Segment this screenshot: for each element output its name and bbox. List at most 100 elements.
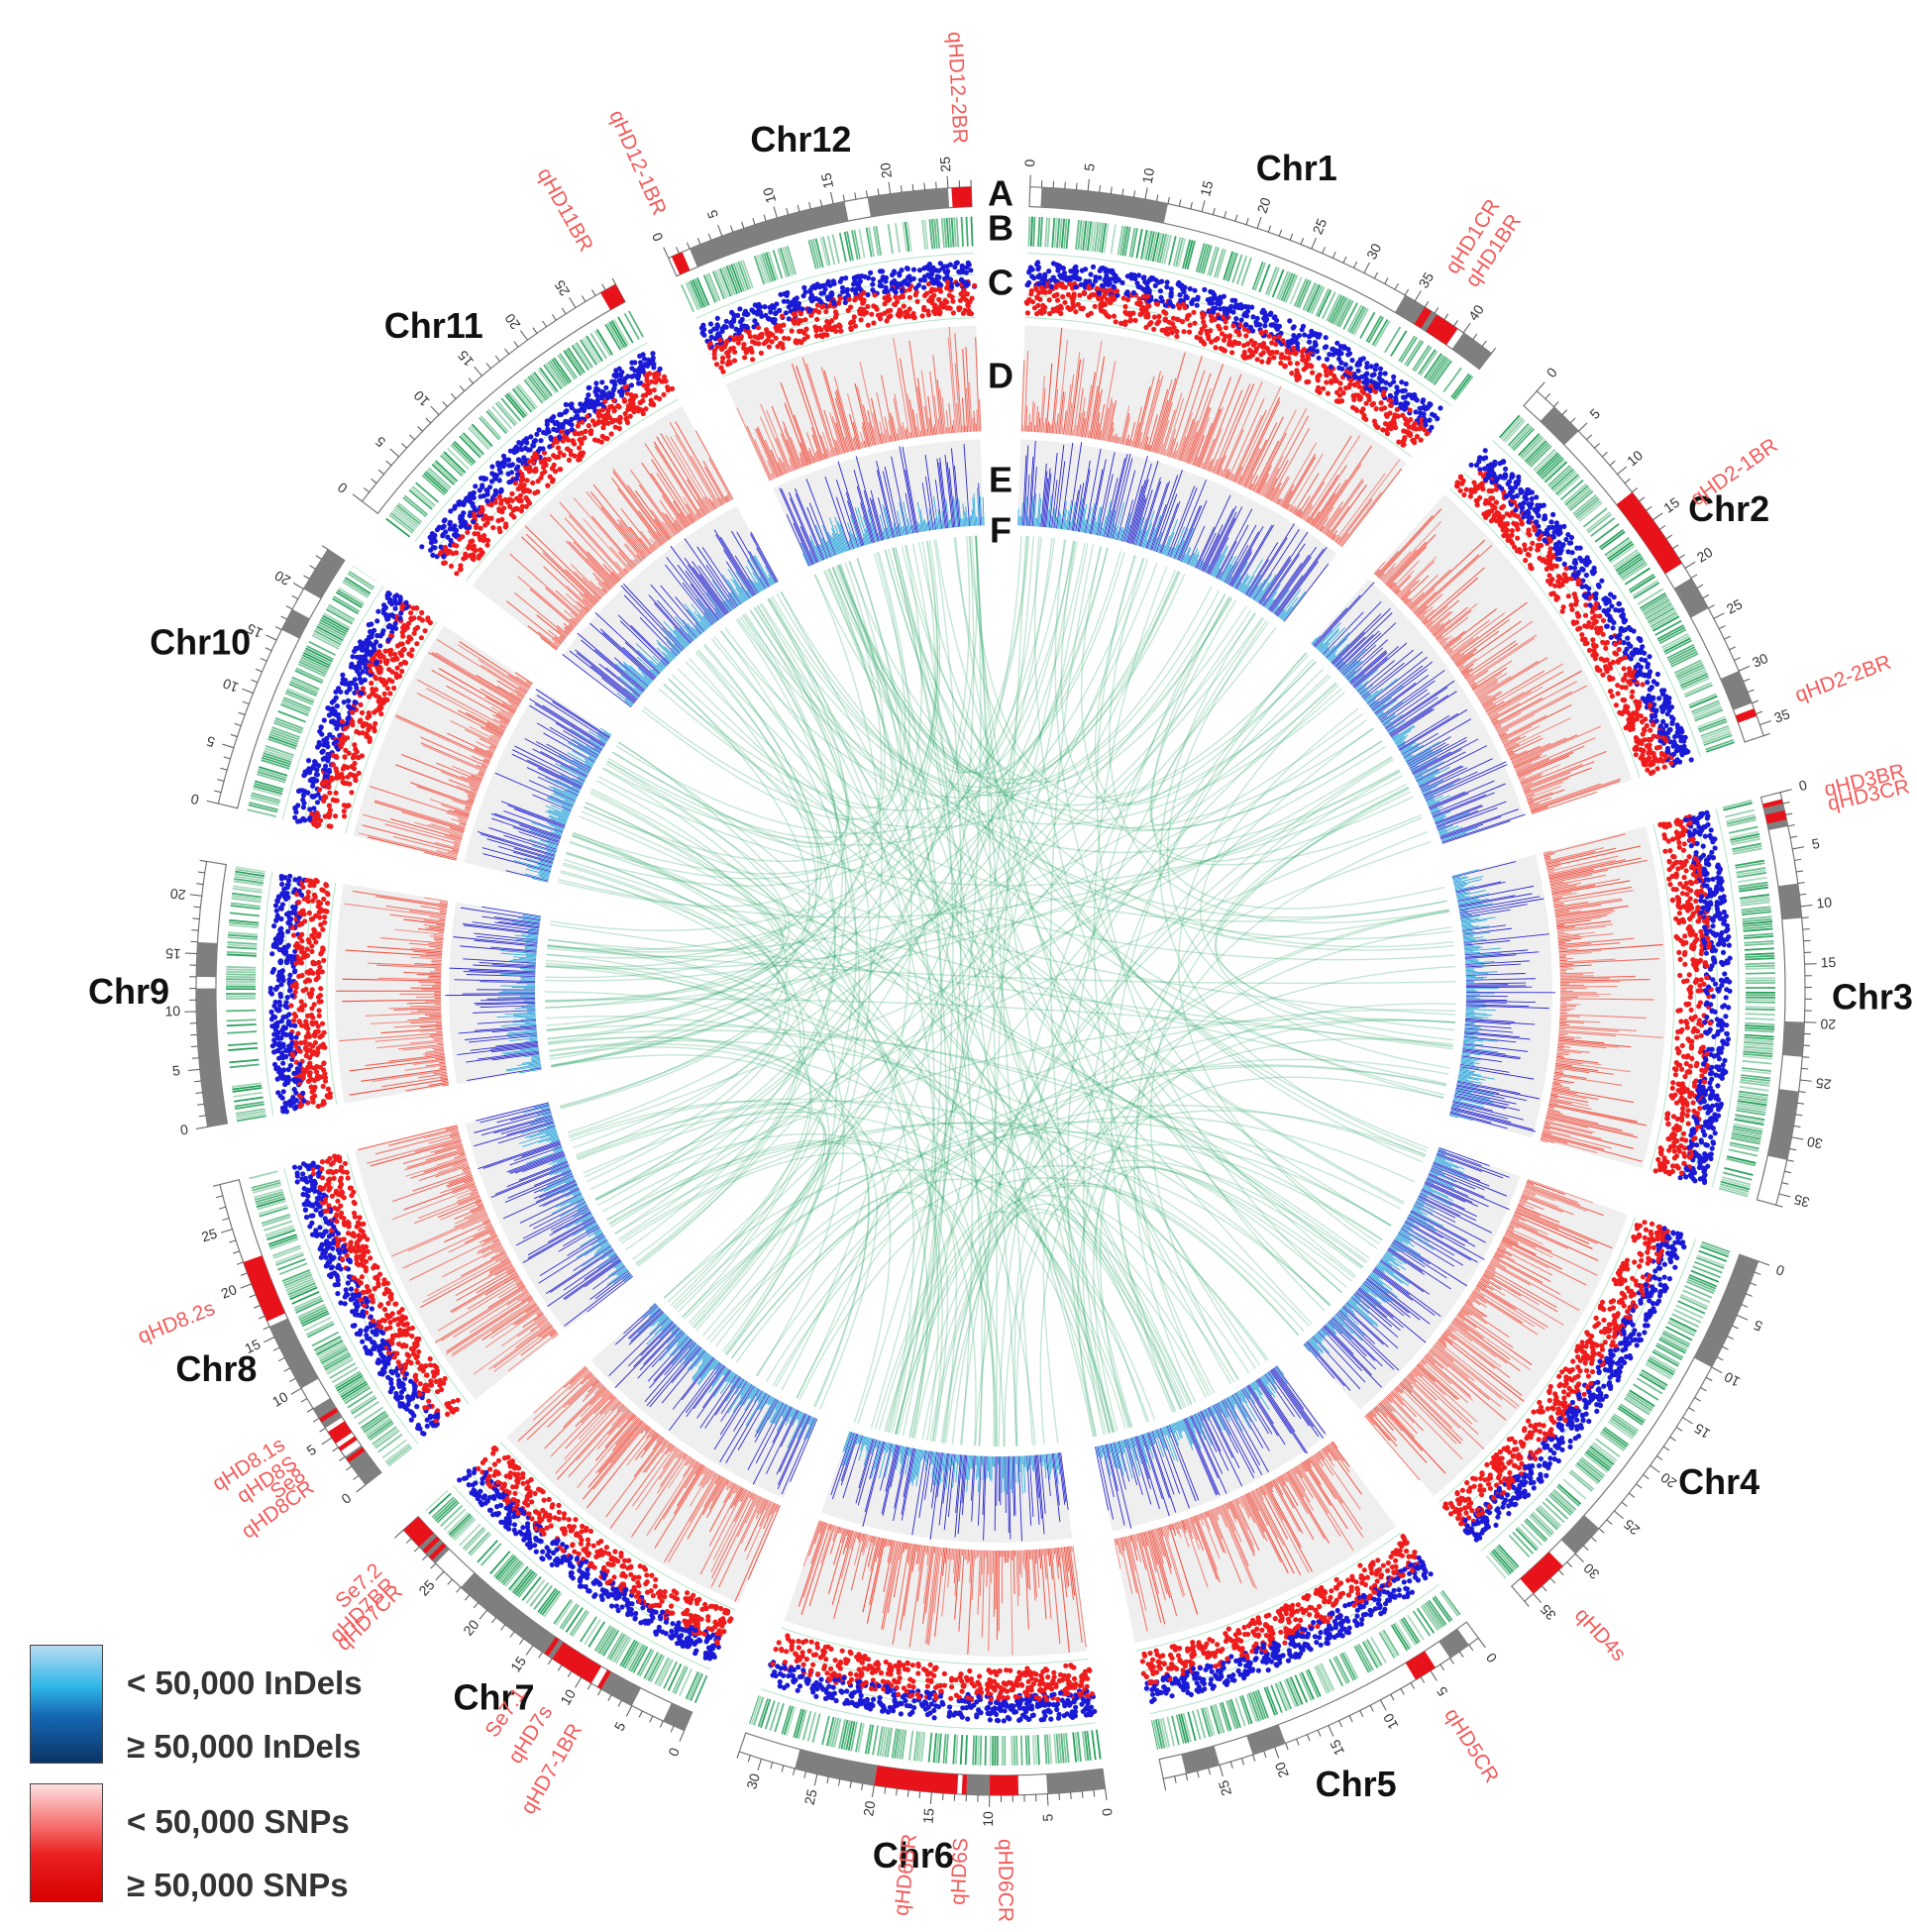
snp-dot — [1648, 762, 1653, 768]
gene-density-stripe — [1378, 1632, 1396, 1659]
indel-dot — [1596, 1368, 1602, 1375]
ideogram-band-chr6-0 — [1046, 1769, 1106, 1794]
gene-density-stripe — [1296, 279, 1310, 308]
gene-density-stripe — [1745, 1013, 1775, 1017]
indel-dot — [1534, 519, 1540, 525]
snp-dot — [1088, 310, 1094, 316]
gene-density-stripe — [343, 579, 371, 596]
gene-density-stripe — [228, 923, 259, 929]
gene-density-stripe — [1489, 1552, 1511, 1576]
indel-dot — [1650, 696, 1655, 702]
snp-dot — [1123, 311, 1129, 317]
gene-density-stripe — [1583, 1452, 1609, 1473]
gene-density-stripe — [838, 232, 847, 263]
indel-dot — [1652, 708, 1658, 715]
gene-density-stripe — [1612, 1415, 1638, 1434]
snp-dot — [1321, 363, 1327, 369]
gene-density-stripe — [233, 885, 264, 892]
gene-density-stripe — [783, 1705, 794, 1736]
gene-density-stripe — [1370, 1636, 1387, 1664]
tick-mark — [1799, 1079, 1812, 1082]
tick-mark — [255, 668, 263, 673]
snp-dot — [1334, 389, 1340, 395]
indel-dot — [1550, 511, 1556, 518]
gene-density-stripe — [674, 1665, 689, 1694]
gene-density-stripe — [692, 279, 705, 308]
gene-density-stripe — [1664, 1326, 1693, 1342]
gene-density-stripe — [226, 978, 257, 981]
gene-density-stripe — [1656, 1342, 1684, 1358]
tick-mark — [1306, 1734, 1311, 1742]
indel-dot — [1625, 635, 1631, 641]
tick-mark — [1646, 505, 1652, 511]
gene-density-stripe — [943, 217, 948, 249]
gene-density-stripe — [1077, 1731, 1082, 1762]
gene-density-stripe — [1156, 233, 1165, 264]
tick-mark — [1178, 199, 1182, 207]
tick-mark — [1781, 1182, 1789, 1185]
snp-dot — [1209, 317, 1215, 323]
snp-dot — [1550, 1406, 1556, 1412]
indel-dot — [1712, 845, 1718, 851]
indel-dot — [1546, 524, 1552, 531]
indel-dot — [1035, 267, 1041, 272]
indel-dot — [1485, 472, 1491, 478]
gene-density-stripe — [1340, 1652, 1357, 1680]
snp-dot — [1600, 631, 1606, 637]
indel-dot — [1710, 923, 1716, 929]
gene-density-stripe — [1221, 1701, 1232, 1731]
snp-dot — [1082, 290, 1088, 296]
gene-density-stripe — [1494, 1547, 1516, 1571]
tick-mark — [263, 1326, 270, 1331]
snp-dot — [1305, 352, 1311, 358]
indel-dot — [1342, 362, 1348, 368]
tick-mark — [450, 393, 457, 399]
gene-density-stripe — [1011, 1735, 1013, 1766]
indel-dot — [1698, 855, 1704, 861]
gene-density-stripe — [506, 392, 527, 417]
snp-dot — [1697, 863, 1703, 869]
gene-density-stripe — [814, 238, 824, 268]
snp-dot — [1525, 551, 1531, 558]
tick-label: 5 — [611, 1719, 629, 1733]
tick-mark — [289, 1377, 296, 1382]
snp-dot — [1509, 540, 1516, 546]
gene-density-stripe — [428, 467, 452, 489]
snp-dot — [1574, 610, 1580, 616]
snp-dot — [1678, 819, 1684, 825]
gene-density-stripe — [1130, 228, 1138, 258]
gene-density-stripe — [1740, 894, 1770, 900]
snp-dot — [1548, 591, 1554, 597]
gene-density-stripe — [1586, 1449, 1612, 1469]
gene-density-stripe — [226, 997, 257, 1000]
snp-dot — [1642, 1220, 1648, 1226]
gene-density-stripe — [1603, 1426, 1630, 1447]
gene-density-stripe — [1736, 1107, 1766, 1114]
qtl-region-qhd7cr — [429, 1543, 447, 1560]
indel-dot — [1549, 1437, 1555, 1443]
ideogram-band-chr1-0 — [1040, 187, 1168, 224]
gene-density-stripe — [1745, 996, 1775, 999]
gene-density-stripe — [1282, 273, 1296, 302]
gene-density-stripe — [525, 377, 546, 402]
snp-dot — [1459, 481, 1465, 486]
gene-density-stripe — [1740, 1081, 1770, 1087]
indel-dot — [1135, 272, 1142, 278]
tick-label: 0 — [1021, 159, 1037, 167]
gene-density-stripe — [450, 444, 473, 467]
tick-mark — [797, 204, 800, 212]
ideogram-band-chr6-2 — [795, 1749, 878, 1785]
gene-density-stripe — [1745, 1026, 1775, 1030]
tick-mark — [884, 1786, 887, 1794]
gene-density-stripe — [1661, 1332, 1690, 1347]
gene-density-stripe — [1530, 445, 1552, 468]
gene-density-stripe — [1290, 1676, 1304, 1705]
gene-density-stripe — [563, 350, 582, 376]
ideogram-band-chr2-0 — [1540, 406, 1579, 446]
gene-density-stripe — [1302, 282, 1317, 311]
gene-density-stripe — [559, 353, 578, 378]
indel-dot — [1339, 366, 1345, 372]
tick-label: 15 — [507, 1653, 529, 1674]
gene-density-stripe — [1414, 346, 1433, 373]
tick-mark — [808, 202, 811, 210]
